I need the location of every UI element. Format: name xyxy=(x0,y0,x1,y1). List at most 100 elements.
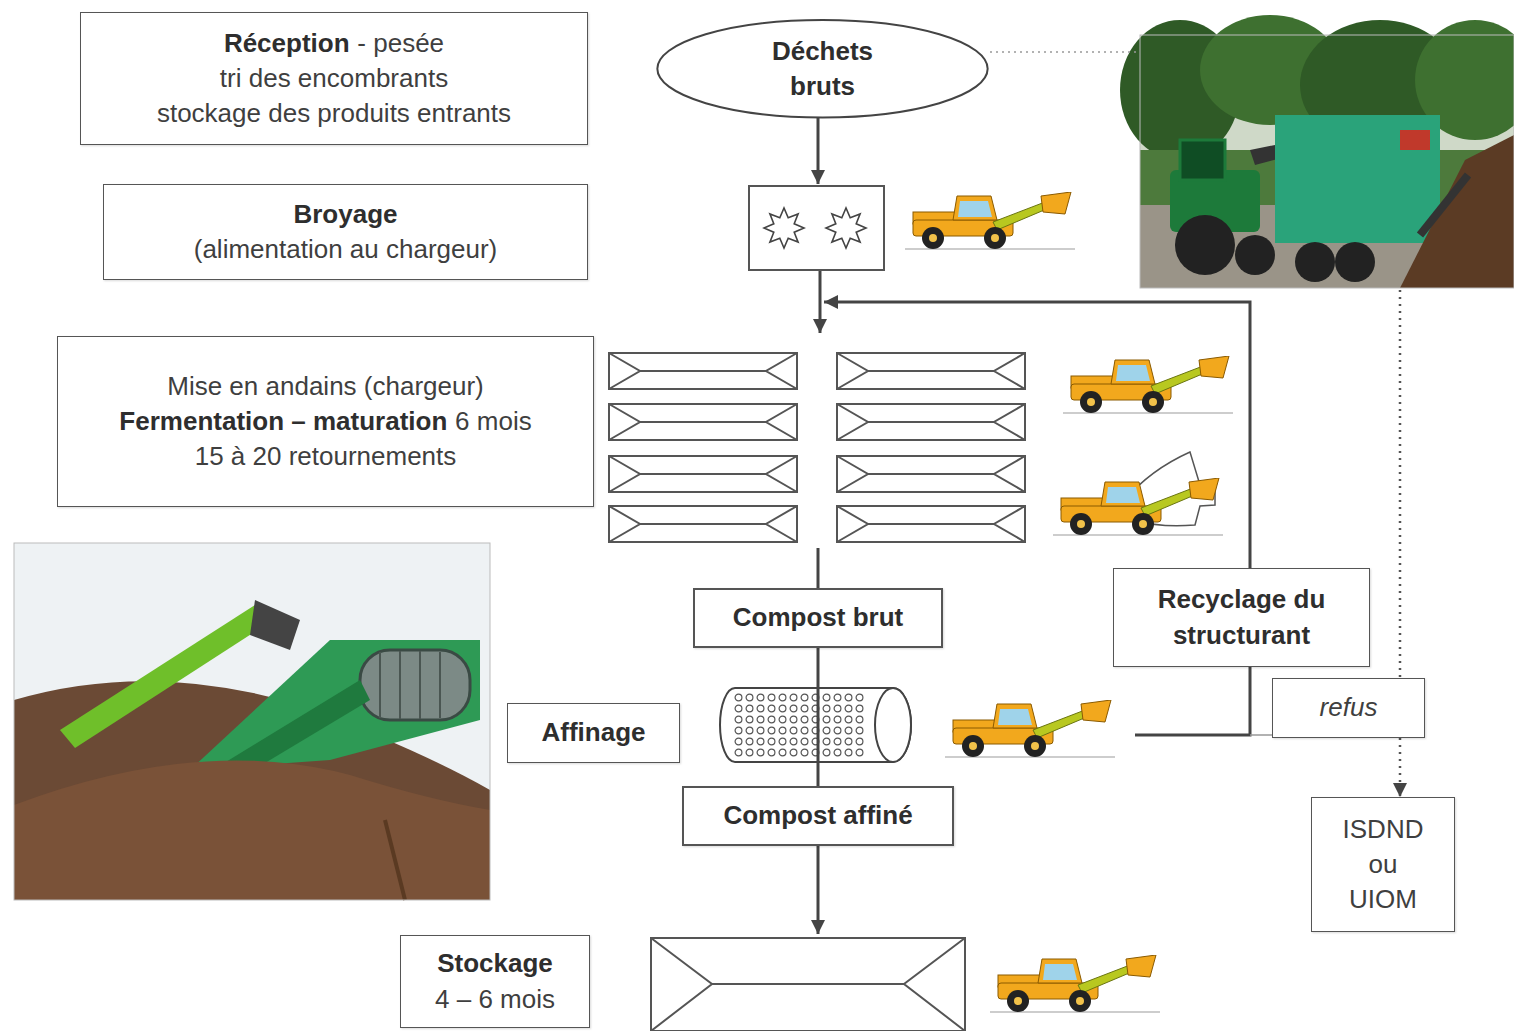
flow-arrow xyxy=(819,270,822,333)
recycle-line xyxy=(824,302,1250,735)
process-box: Mise en andains (chargeur)Fermentation –… xyxy=(57,336,594,507)
photo-wheel xyxy=(1175,215,1235,275)
text-line: Mise en andains (chargeur) xyxy=(119,369,531,404)
photo-wheel xyxy=(1335,242,1375,282)
node-label: Broyage xyxy=(293,197,397,232)
photo-logo xyxy=(1400,130,1430,150)
flow-arrow xyxy=(817,846,820,934)
screen-photo xyxy=(14,543,490,900)
flow-connector xyxy=(817,648,820,786)
text-line: (alimentation au chargeur) xyxy=(194,232,498,267)
photo-drum xyxy=(360,650,470,720)
loader-icon xyxy=(905,192,1075,249)
text-block: Affinage xyxy=(542,715,646,750)
crusher-star xyxy=(764,208,804,248)
storage-pile-symbol xyxy=(651,938,965,1031)
text-line: tri des encombrants xyxy=(157,61,511,96)
node-label: stockage des produits entrants xyxy=(157,96,511,131)
process-box: Affinage xyxy=(507,703,680,763)
photo-frame xyxy=(14,543,490,900)
loader-icon xyxy=(990,955,1160,1012)
process-box: ISDND ou UIOM xyxy=(1311,797,1455,932)
node-label: Fermentation – maturation xyxy=(119,404,447,439)
photo-conveyor xyxy=(1420,175,1468,235)
process-box: Réception- peséetri des encombrantsstock… xyxy=(80,12,588,145)
text-line: Fermentation – maturation6 mois xyxy=(119,404,531,439)
text-line: ISDND ou UIOM xyxy=(1333,812,1433,917)
text-block: Stockage4 – 6 mois xyxy=(435,946,555,1016)
text-block: Compost brut xyxy=(733,600,903,635)
text-block: Mise en andains (chargeur)Fermentation –… xyxy=(119,369,531,474)
process-box: Recyclage du structurant xyxy=(1113,568,1370,667)
loader-icon xyxy=(945,700,1115,757)
photo-stick xyxy=(385,820,405,900)
windrow-symbol xyxy=(609,506,797,542)
text-block: Réception- peséetri des encombrantsstock… xyxy=(157,26,511,131)
windrow-symbol xyxy=(609,456,797,492)
node-label: refus xyxy=(1320,690,1378,725)
text-line: Déchets bruts xyxy=(748,34,898,104)
text-line: stockage des produits entrants xyxy=(157,96,511,131)
text-line: Stockage xyxy=(435,946,555,981)
photo-wheel xyxy=(1235,235,1275,275)
text-line: refus xyxy=(1320,690,1378,725)
dotted-connector xyxy=(1399,738,1402,797)
photo-drum-ribs xyxy=(380,651,440,719)
process-box: refus xyxy=(1272,678,1425,738)
text-line: Réception- pesée xyxy=(157,26,511,61)
photo-wheel xyxy=(1295,242,1335,282)
node-label: Recyclage du structurant xyxy=(1158,584,1326,649)
shredder-photo xyxy=(1120,15,1514,288)
node-label: 6 mois xyxy=(455,404,532,439)
flow-arrow xyxy=(817,118,820,184)
photo-compost xyxy=(14,760,490,900)
trommel-holes xyxy=(733,692,865,758)
windrow-symbol xyxy=(837,506,1025,542)
ellipse-outline xyxy=(657,20,987,117)
text-block: Déchets bruts xyxy=(748,34,898,104)
text-block: ISDND ou UIOM xyxy=(1333,812,1433,917)
node-label: 15 à 20 retournements xyxy=(195,439,457,474)
node-label: Stockage xyxy=(437,946,553,981)
process-box: Broyage(alimentation au chargeur) xyxy=(103,184,588,280)
photo-shredder xyxy=(1275,115,1440,243)
windrow-symbol xyxy=(837,456,1025,492)
node-label: (alimentation au chargeur) xyxy=(194,232,498,267)
windrow-symbol xyxy=(609,404,797,440)
text-block: Recyclage du structurant xyxy=(1123,582,1361,652)
process-box: Compost brut xyxy=(693,588,943,648)
crusher-symbol xyxy=(749,186,884,270)
photo-arm xyxy=(60,605,270,748)
ellipse-outline xyxy=(655,18,990,119)
dotted-leader xyxy=(990,51,1140,53)
node-label: tri des encombrants xyxy=(220,61,448,96)
photo-hopper xyxy=(250,600,300,650)
text-line: Affinage xyxy=(542,715,646,750)
process-box: Compost affiné xyxy=(682,786,954,846)
node-label: Mise en andains (chargeur) xyxy=(167,369,484,404)
crusher-star xyxy=(826,208,866,248)
text-line: Compost brut xyxy=(733,600,903,635)
photo-pile xyxy=(1400,135,1514,288)
text-block: Broyage(alimentation au chargeur) xyxy=(194,197,498,267)
photo-sky xyxy=(14,543,490,900)
node-label: ISDND ou UIOM xyxy=(1343,814,1424,914)
node-label: - pesée xyxy=(357,26,444,61)
text-block: refus xyxy=(1320,690,1378,725)
text-line: Broyage xyxy=(194,197,498,232)
text-block: Compost affiné xyxy=(723,798,912,833)
process-box: Stockage4 – 6 mois xyxy=(400,935,590,1028)
node-label: Compost brut xyxy=(733,600,903,635)
photo-frame xyxy=(1140,35,1514,288)
node-label: Réception xyxy=(224,26,350,61)
node-label: Compost affiné xyxy=(723,798,912,833)
text-line: 4 – 6 mois xyxy=(435,982,555,1017)
photo-tractor-cab xyxy=(1180,140,1225,180)
node-label: Déchets bruts xyxy=(772,36,873,101)
node-label: Affinage xyxy=(542,715,646,750)
loader-icon xyxy=(1053,478,1223,535)
windrow-symbol xyxy=(609,353,797,389)
